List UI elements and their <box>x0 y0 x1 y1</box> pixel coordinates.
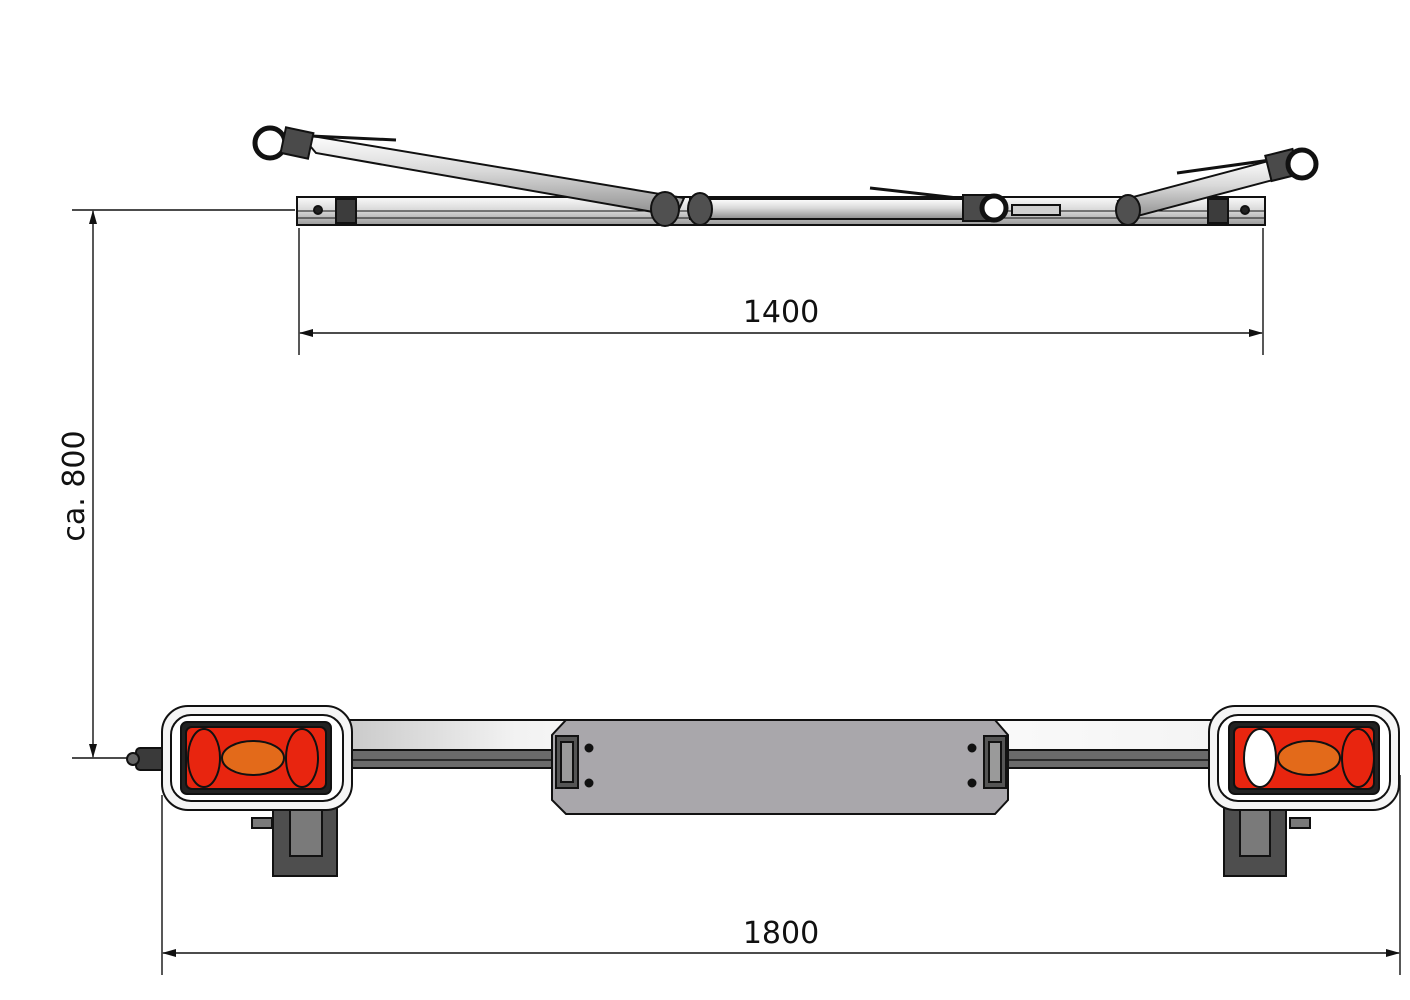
top-wheel-clamp-right <box>1176 147 1319 183</box>
right-tail-light <box>1208 705 1400 811</box>
right-light-outer-lamp <box>1341 728 1375 788</box>
left-tail-light <box>161 705 353 811</box>
dimension-label-top-width: 1400 <box>743 295 819 330</box>
right-light-reverse-lamp <box>1243 728 1277 788</box>
right-bracket-face <box>1239 807 1271 857</box>
top-rail-end-cap-left <box>335 198 357 224</box>
left-mounting-bracket <box>251 799 338 877</box>
top-middle-slider <box>1011 204 1061 216</box>
plate-clip-right-inner <box>988 741 1002 783</box>
top-view-carrier <box>252 125 1319 227</box>
left-light-indicator <box>221 740 285 776</box>
right-light-indicator <box>1277 740 1341 776</box>
top-clamp-ring-middle <box>979 193 1009 223</box>
license-plate-holder <box>551 719 1009 815</box>
right-bracket-bolt <box>1289 817 1311 829</box>
plate-screw-bottom-right <box>967 778 977 788</box>
plate-screw-top-left <box>584 743 594 753</box>
top-rail-bolt-right <box>1240 205 1250 215</box>
top-hinge-joint-2 <box>687 192 713 226</box>
top-clamp-ring-right <box>1285 147 1319 181</box>
top-wheel-clamp-middle <box>869 186 1009 223</box>
plate-clip-left-inner <box>560 741 574 783</box>
plug-cap <box>126 752 140 766</box>
dimension-lines <box>72 209 1401 975</box>
top-clamp-strap-middle <box>869 186 976 202</box>
top-rail-bolt-left <box>313 205 323 215</box>
plate-screw-bottom-left <box>584 778 594 788</box>
top-clamp-body-left <box>279 126 315 160</box>
left-light-inner-lamp <box>285 728 319 788</box>
right-mounting-bracket <box>1223 799 1311 877</box>
top-hinge-joint-1 <box>650 191 680 227</box>
top-hinge-joint-3 <box>1115 194 1141 226</box>
top-wheel-clamp-left <box>252 125 397 161</box>
electrical-plug <box>126 747 167 771</box>
license-plate <box>551 719 1009 815</box>
left-light-outer-lamp <box>187 728 221 788</box>
bottom-view-carrier <box>126 705 1400 877</box>
dimension-label-height: ca. 800 <box>57 430 92 541</box>
plate-screw-top-right <box>967 743 977 753</box>
dimension-label-bottom-width: 1800 <box>743 916 819 951</box>
top-middle-arm <box>689 198 971 220</box>
top-rail-end-cap-right <box>1207 198 1229 224</box>
left-bracket-face <box>289 807 323 857</box>
left-bracket-bolt <box>251 817 273 829</box>
